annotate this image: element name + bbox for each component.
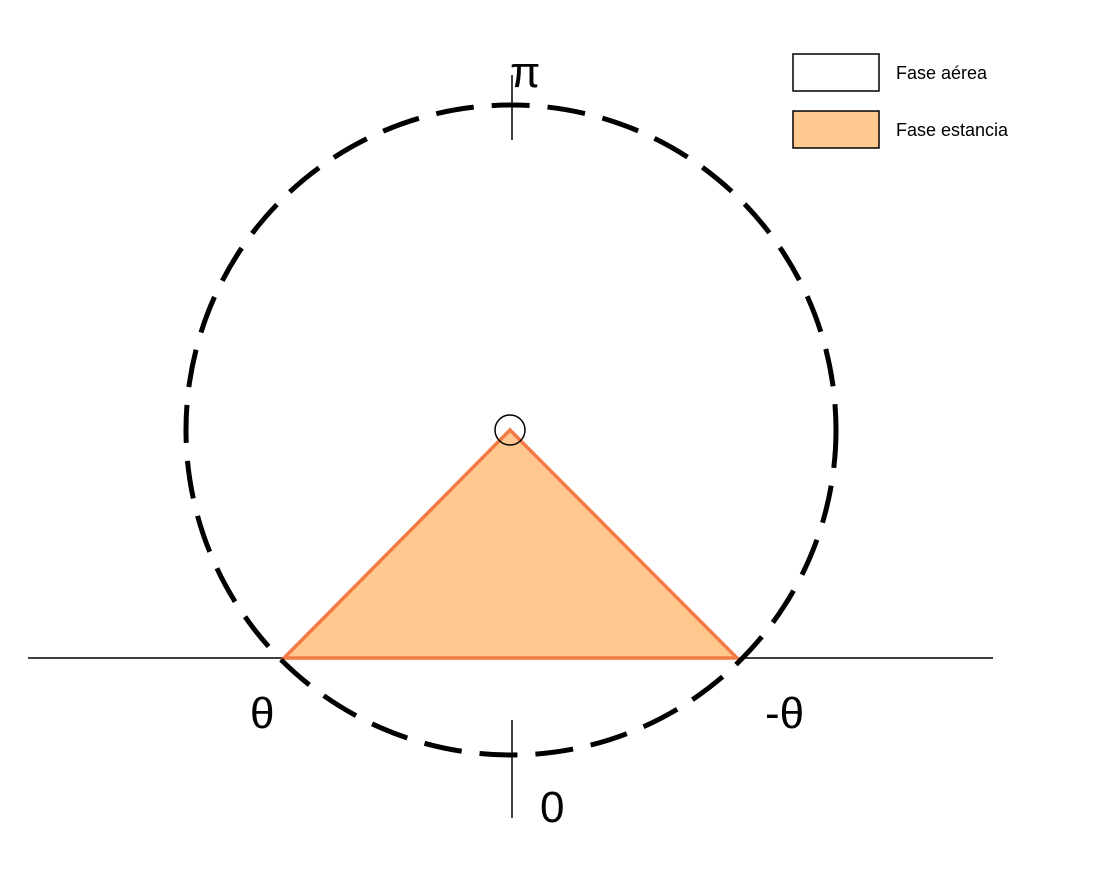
- label-theta: θ: [250, 689, 274, 738]
- hip-joint: [494, 414, 526, 446]
- legend-label-stance: Fase estancia: [896, 120, 1009, 140]
- label-zero: 0: [540, 783, 564, 832]
- legend: Fase aérea Fase estancia: [792, 53, 1009, 149]
- leg-trajectory-circle: [183, 102, 839, 758]
- label-pi: π: [510, 48, 540, 97]
- legend-swatch-aerial: [792, 53, 880, 92]
- stance-phase-region: [279, 427, 742, 660]
- legend-label-aerial: Fase aérea: [896, 63, 988, 83]
- legend-swatch-stance: [792, 110, 880, 149]
- label-neg-theta: -θ: [765, 689, 804, 738]
